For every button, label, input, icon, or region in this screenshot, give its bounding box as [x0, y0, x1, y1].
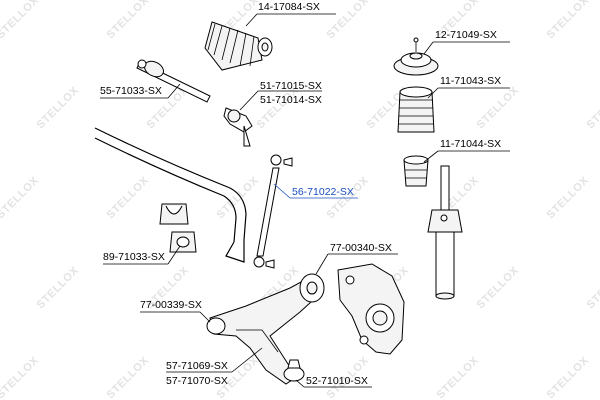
- watermark-text: STELLOX: [544, 174, 591, 221]
- watermark-text: STELLOX: [324, 0, 371, 41]
- watermark-text: STELLOX: [474, 84, 521, 131]
- watermark-text: STELLOX: [0, 354, 41, 400]
- part-label-52-71010-sx[interactable]: 52-71010-SX: [306, 375, 368, 387]
- watermark-text: STELLOX: [34, 264, 81, 311]
- watermark-text: STELLOX: [544, 0, 591, 41]
- watermark-text: STELLOX: [214, 174, 261, 221]
- steering-rack-boot: [204, 21, 273, 71]
- watermark-text: STELLOX: [34, 84, 81, 131]
- part-label-14-17084-sx[interactable]: 14-17084-SX: [258, 1, 320, 13]
- watermark-text: STELLOX: [434, 354, 481, 400]
- watermark-text: STELLOX: [0, 174, 41, 221]
- inner-tie-rod: [136, 59, 211, 103]
- steering-knuckle: [337, 263, 405, 355]
- part-label-12-71049-sx[interactable]: 12-71049-SX: [435, 29, 497, 41]
- ball-joint: [283, 359, 305, 382]
- watermark-text: STELLOX: [104, 0, 151, 41]
- lower-control-arm: [206, 275, 323, 385]
- shock-absorber: [427, 165, 463, 300]
- part-label-89-71033-sx[interactable]: 89-71033-SX: [103, 251, 165, 263]
- part-label-51-71015-sx[interactable]: 51-71015-SX: [260, 80, 322, 92]
- stabilizer-link: [253, 154, 293, 269]
- part-label-57-71069-sx[interactable]: 57-71069-SX: [166, 360, 228, 372]
- watermark-text: STELLOX: [104, 174, 151, 221]
- control-arm-bushing-rear: [299, 273, 325, 303]
- part-label-77-00340-sx[interactable]: 77-00340-SX: [330, 242, 392, 254]
- watermark-text: STELLOX: [544, 354, 591, 400]
- part-label-55-71033-sx[interactable]: 55-71033-SX: [100, 85, 162, 97]
- part-label-11-71043-sx[interactable]: 11-71043-SX: [440, 75, 501, 87]
- part-label-56-71022-sx[interactable]: 56-71022-SX: [292, 186, 354, 198]
- strut-top-mount: [393, 37, 439, 76]
- strut-dust-cover: [397, 86, 435, 133]
- part-label-57-71070-sx[interactable]: 57-71070-SX: [166, 375, 228, 387]
- stabilizer-bushing: [159, 203, 189, 225]
- part-label-51-71014-sx[interactable]: 51-71014-SX: [260, 94, 322, 106]
- watermark-text: STELLOX: [584, 84, 600, 131]
- watermark-text: STELLOX: [104, 354, 151, 400]
- anti-roll-bar: [94, 127, 247, 263]
- tie-rod-end: [223, 107, 253, 147]
- watermark-text: STELLOX: [0, 0, 41, 41]
- bump-stop: [403, 155, 429, 187]
- watermark-text: STELLOX: [584, 264, 600, 311]
- watermark-text: STELLOX: [474, 264, 521, 311]
- part-label-77-00339-sx[interactable]: 77-00339-SX: [140, 299, 202, 311]
- part-label-11-71044-sx[interactable]: 11-71044-SX: [440, 138, 501, 150]
- stabilizer-bushing-2: [169, 231, 197, 253]
